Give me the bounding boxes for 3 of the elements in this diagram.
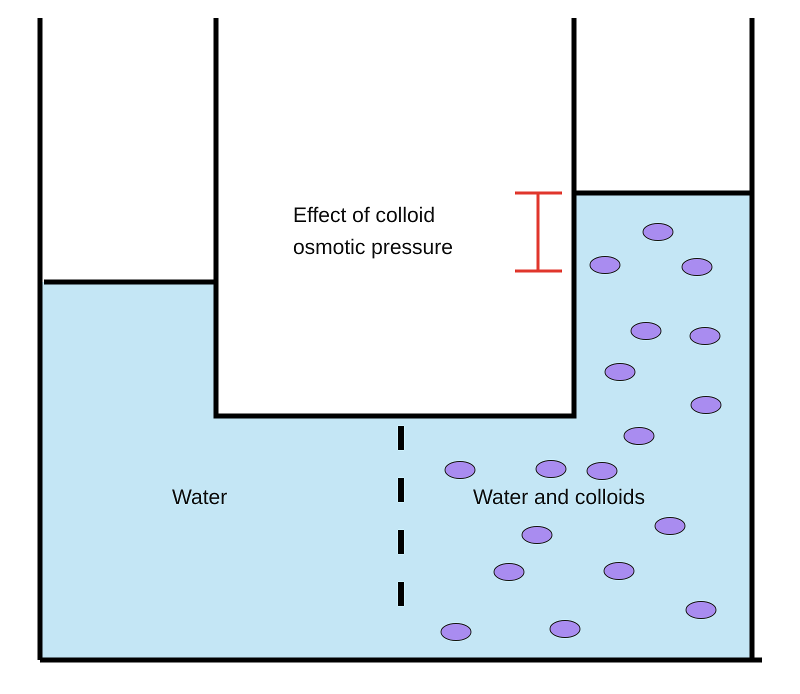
text-label: Effect of colloid osmotic pressure — [293, 203, 454, 260]
text-label: Water and colloids — [473, 485, 646, 511]
text-label: Water — [172, 485, 228, 511]
